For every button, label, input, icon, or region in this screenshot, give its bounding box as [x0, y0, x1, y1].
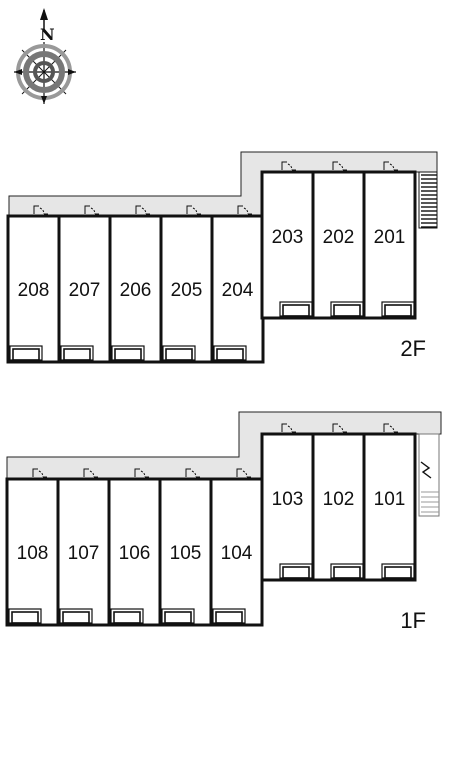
balcony [279, 301, 313, 317]
room-outline [260, 432, 315, 582]
room-205: 205 [159, 205, 214, 364]
floor-2F: 208 207 206 205 204 203 202 201 2F [6, 151, 438, 364]
room-outline [6, 214, 61, 364]
door-icon [32, 468, 38, 477]
room-number: 205 [171, 280, 203, 301]
room-number: 202 [323, 227, 355, 248]
floor-label: 2F [400, 336, 426, 361]
door-icon [236, 468, 242, 477]
room-206: 206 [108, 205, 163, 364]
room-number: 204 [222, 280, 254, 301]
room-101: 101 [362, 423, 417, 582]
room-105: 105 [158, 468, 213, 627]
balcony [213, 345, 247, 361]
door-icon [237, 205, 243, 214]
room-outline [5, 477, 60, 627]
balcony [110, 608, 144, 624]
door-icon [383, 423, 389, 432]
door-icon [383, 161, 389, 170]
balcony [279, 563, 313, 579]
balcony [330, 563, 364, 579]
room-208: 208 [6, 205, 61, 364]
balcony [59, 608, 93, 624]
door-icon [281, 423, 287, 432]
stairs-icon [418, 171, 438, 229]
room-207: 207 [57, 205, 112, 364]
balcony [381, 563, 415, 579]
room-number: 107 [68, 543, 100, 564]
door-icon [332, 161, 338, 170]
balcony [330, 301, 364, 317]
room-number: 101 [374, 489, 406, 510]
room-number: 201 [374, 227, 406, 248]
room-number: 102 [323, 489, 355, 510]
door-icon [185, 468, 191, 477]
balcony [8, 608, 42, 624]
stairs-icon [418, 433, 440, 517]
door-icon [84, 205, 90, 214]
room-outline [209, 477, 264, 627]
room-outline [158, 477, 213, 627]
compass-north-label: N [40, 25, 55, 44]
room-number: 103 [272, 489, 304, 510]
room-number: 208 [18, 280, 50, 301]
door-icon [33, 205, 39, 214]
compass-rose-icon: N [14, 8, 76, 104]
floor-1F: 108 107 106 105 104 103 102 101 1F [5, 411, 442, 633]
balcony [9, 345, 43, 361]
room-103: 103 [260, 423, 315, 582]
door-icon [135, 205, 141, 214]
room-202: 202 [311, 161, 366, 320]
room-107: 107 [56, 468, 111, 627]
door-icon [281, 161, 287, 170]
room-outline [362, 170, 417, 320]
room-108: 108 [5, 468, 60, 627]
room-number: 105 [170, 543, 202, 564]
balcony [60, 345, 94, 361]
room-number: 106 [119, 543, 151, 564]
room-number: 203 [272, 227, 304, 248]
room-outline [362, 432, 417, 582]
door-icon [83, 468, 89, 477]
room-outline [311, 432, 366, 582]
balcony [162, 345, 196, 361]
door-icon [332, 423, 338, 432]
door-icon [134, 468, 140, 477]
room-203: 203 [260, 161, 315, 320]
room-106: 106 [107, 468, 162, 627]
room-outline [107, 477, 162, 627]
balcony [381, 301, 415, 317]
balcony [111, 345, 145, 361]
room-number: 108 [17, 543, 49, 564]
room-204: 204 [210, 205, 265, 364]
balcony [212, 608, 246, 624]
room-outline [159, 214, 214, 364]
room-102: 102 [311, 423, 366, 582]
room-201: 201 [362, 161, 417, 320]
room-number: 206 [120, 280, 152, 301]
room-number: 207 [69, 280, 101, 301]
room-104: 104 [209, 468, 264, 627]
balcony [161, 608, 195, 624]
door-icon [186, 205, 192, 214]
floor-label: 1F [400, 608, 426, 633]
room-number: 104 [221, 543, 253, 564]
